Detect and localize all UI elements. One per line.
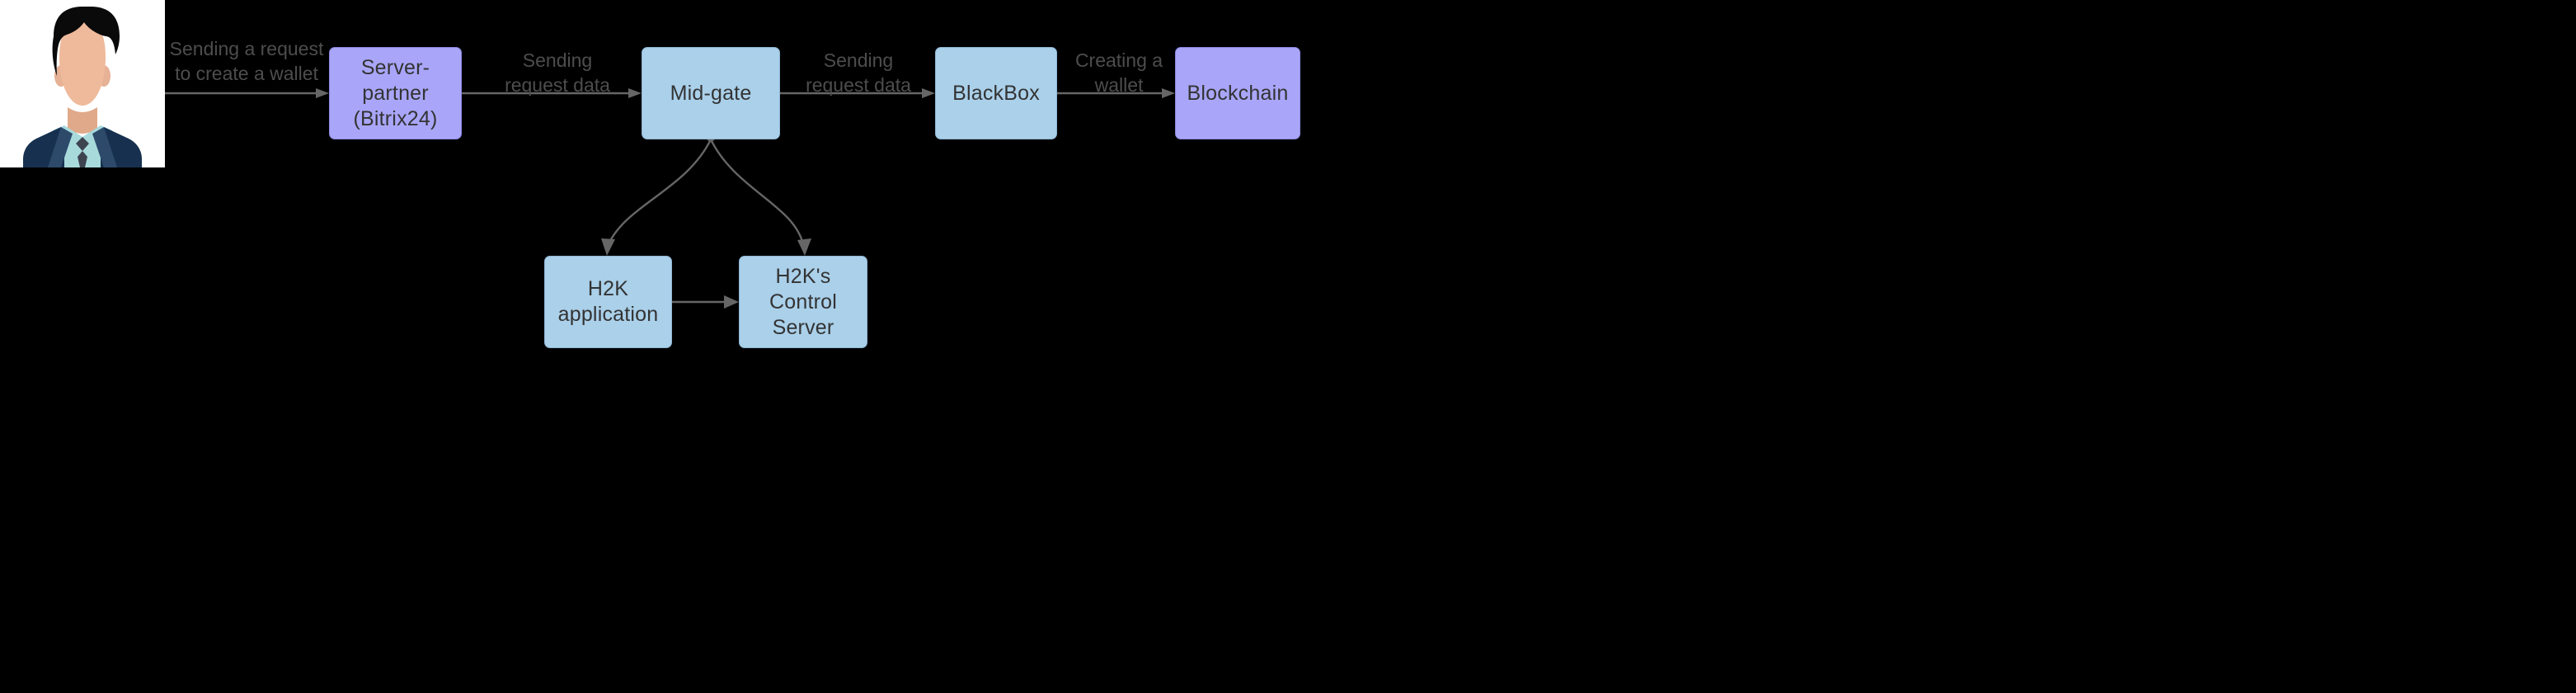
- edge-midgate-to-h2k-control: [709, 139, 805, 245]
- node-blackbox[interactable]: BlackBox: [935, 47, 1057, 139]
- user-avatar: [0, 0, 165, 167]
- arrowhead-h2k-application-to-control: [724, 295, 739, 309]
- arrowhead-midgate-to-h2k-control: [797, 238, 811, 256]
- node-server-partner[interactable]: Server-partner (Bitrix24): [329, 47, 462, 139]
- node-h2k-application[interactable]: H2K application: [544, 256, 672, 348]
- edge-midgate-to-h2k-application: [607, 139, 712, 245]
- arrowhead-midgate-to-blackbox: [922, 88, 935, 98]
- node-mid-gate[interactable]: Mid-gate: [642, 47, 780, 139]
- node-blockchain[interactable]: Blockchain: [1175, 47, 1300, 139]
- arrowhead-midgate-to-h2k-application: [601, 238, 615, 256]
- arrowhead-server-partner-to-midgate: [628, 88, 642, 98]
- arrowhead-user-to-server-partner: [316, 88, 329, 98]
- node-h2k-control-server[interactable]: H2K's Control Server: [739, 256, 867, 348]
- arrowhead-blackbox-to-blockchain: [1162, 88, 1175, 98]
